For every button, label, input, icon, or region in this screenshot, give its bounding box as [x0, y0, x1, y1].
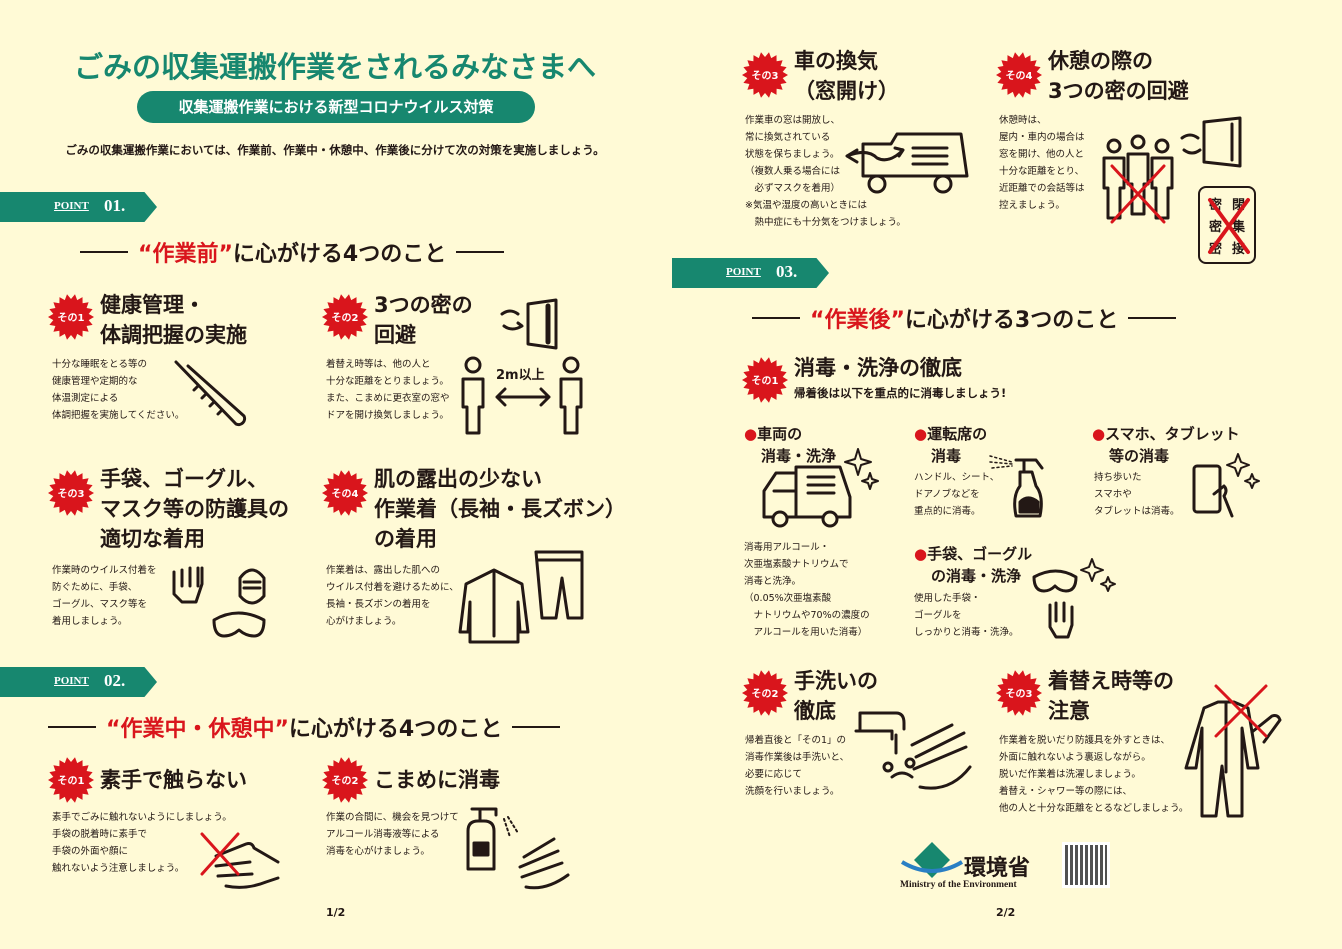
item-title: 肌の露出の少ない作業着（長袖・長ズボン）の着用 — [374, 467, 626, 551]
ministry-logo-jp: 環境省 — [964, 856, 1031, 881]
point-03-heading: “作業後”に心がける3つのこと — [752, 302, 1177, 334]
item-title: 手袋、ゴーグル、マスク等の防護具の適切な着用 — [100, 467, 289, 551]
point-number: 02. — [104, 671, 126, 690]
spray-bottle-icon — [989, 455, 1044, 518]
svg-text:その4: その4 — [1006, 70, 1033, 82]
point-label: POINT — [54, 675, 89, 687]
heading-emphasis: “作業中・休憩中” — [106, 717, 289, 742]
item-subtitle: 帰着後は以下を重点的に消毒しましょう! — [794, 386, 1007, 400]
bullet-gloves-goggles: ●手袋、ゴーグルの消毒・洗浄 — [914, 545, 1033, 585]
window-ventilation-icon — [500, 298, 558, 350]
badge-starburst-icon: その1 — [742, 357, 788, 403]
badge-starburst-icon: その2 — [322, 294, 368, 340]
item-body: 作業着を脱いだり防護具を外すときは、外面に触れないよう裏返しながら。脱いだ作業着… — [999, 735, 1189, 814]
bullet-body: 消毒用アルコール・次亜塩素酸ナトリウムで消毒と洗浄。（0.05%次亜塩素酸 ナト… — [744, 542, 870, 638]
badge-starburst-icon: その2 — [742, 670, 788, 716]
heading-emphasis: “作業後” — [810, 308, 905, 333]
item-body: 素手でごみに触れないようにしましょう。手袋の脱着時に素手で手袋の外面や顔に触れな… — [52, 812, 232, 874]
badge-starburst-icon: その3 — [742, 52, 788, 98]
badge-starburst-icon: その1 — [48, 757, 94, 803]
point-01-heading: “作業前”に心がける4つのこと — [80, 236, 505, 268]
sanitizer-hands-icon — [466, 807, 570, 890]
goggles-gloves-sparkle-icon — [1032, 558, 1116, 639]
shirt-pants-icon — [458, 550, 584, 644]
heading-text: に心がける4つのこと — [288, 717, 503, 742]
cross-icon — [1208, 198, 1250, 254]
item-body: 作業着は、露出した肌へのウイルス付着を避けるために、長袖・長ズボンの着用を心がけ… — [326, 565, 459, 627]
item-body: 休憩時は、屋内・車内の場合は窓を開け、他の人と十分な距離をとり、近距離での会話等… — [999, 115, 1085, 211]
item-body: 作業車の窓は開放し、常に換気されている状態を保ちましょう。（複数人乗る場合には … — [745, 115, 906, 228]
heading-text: に心がける3つのこと — [904, 308, 1119, 333]
item-body: 作業時のウイルス付着を防ぐために、手袋、ゴーグル、マスク等を着用しましょう。 — [52, 565, 157, 627]
truck-ventilation-icon — [845, 132, 969, 194]
item-title: 素手で触らない — [100, 768, 247, 792]
item-title: 手洗いの徹底 — [794, 669, 878, 723]
item-title: 車の換気（窓開け） — [794, 49, 899, 103]
svg-text:その3: その3 — [1006, 688, 1033, 700]
point-03-banner: POINT 03. — [672, 258, 829, 288]
gloves-mask-goggles-icon — [172, 566, 266, 638]
bullet-driver-seat: ●運転席の消毒 — [914, 425, 988, 465]
social-distance-icon — [461, 356, 583, 435]
badge-starburst-icon: その3 — [48, 470, 94, 516]
three-cs-bubble: 密閉密集密接 — [1198, 186, 1256, 264]
smartphone-sparkle-icon — [1192, 453, 1260, 518]
svg-text:その1: その1 — [58, 775, 85, 787]
svg-text:その3: その3 — [58, 488, 85, 500]
svg-text:その2: その2 — [752, 688, 779, 700]
bullet-smartphone: ●スマホ、タブレット等の消毒 — [1092, 425, 1240, 465]
item-body: 十分な睡眠をとる等の健康管理や定期的な体温測定による体調把握を実施してください。 — [52, 359, 185, 421]
ministry-logo-icon — [900, 842, 964, 878]
heading-text: に心がける4つのこと — [232, 242, 447, 267]
bullet-body: 使用した手袋・ゴーグルをしっかりと消毒・洗浄。 — [914, 593, 1019, 638]
qr-code[interactable] — [1062, 842, 1110, 888]
item-title: こまめに消毒 — [374, 768, 500, 792]
page-number: 1/2 — [326, 906, 346, 919]
no-bare-hand-icon — [200, 832, 280, 889]
thermometer-icon — [174, 360, 247, 427]
item-body: 着替え時等は、他の人と十分な距離をとりましょう。また、こまめに更衣室の窓やドアを… — [326, 359, 450, 421]
ministry-logo-en: Ministry of the Environment — [900, 880, 1017, 890]
badge-starburst-icon: その4 — [322, 470, 368, 516]
bullet-body: 持ち歩いたスマホやタブレットは消毒。 — [1094, 472, 1180, 517]
point-label: POINT — [54, 200, 89, 212]
badge-starburst-icon: その4 — [996, 52, 1042, 98]
bullet-body: ハンドル、シート、ドアノブなどを重点的に消毒。 — [914, 472, 1000, 517]
item-title: 消毒・洗浄の徹底 — [794, 356, 962, 380]
item-body: 帰着直後と「その1」の消毒作業後は手洗いと、必要に応じて洗顔を行いましょう。 — [745, 735, 850, 797]
handwashing-icon — [854, 711, 972, 790]
heading-emphasis: “作業前” — [138, 242, 233, 267]
crowd-avoid-icon — [1102, 116, 1242, 224]
badge-starburst-icon: その1 — [48, 294, 94, 340]
svg-text:その2: その2 — [332, 775, 359, 787]
svg-text:その1: その1 — [752, 375, 779, 387]
point-01-banner: POINT 01. — [0, 192, 157, 222]
point-number: 01. — [104, 196, 126, 215]
svg-text:その4: その4 — [332, 488, 359, 500]
svg-text:その1: その1 — [58, 312, 85, 324]
page-number: 2/2 — [996, 906, 1016, 919]
distance-label: 2m以上 — [496, 368, 545, 383]
badge-starburst-icon: その3 — [996, 670, 1042, 716]
item-body: 作業の合間に、機会を見つけてアルコール消毒液等による消毒を心がけましょう。 — [326, 812, 459, 857]
intro-text: ごみの収集運搬作業においては、作業前、作業中・休憩中、作業後に分けて次の対策を実… — [65, 143, 605, 157]
item-title: 健康管理・体調把握の実施 — [100, 293, 247, 347]
item-title: 着替え時等の注意 — [1048, 669, 1174, 723]
coverall-no-touch-icon — [1184, 684, 1282, 818]
subtitle-pill: 収集運搬作業における新型コロナウイルス対策 — [137, 91, 535, 123]
truck-sparkle-icon — [762, 448, 879, 528]
svg-text:その2: その2 — [332, 312, 359, 324]
point-02-banner: POINT 02. — [0, 667, 157, 697]
bullet-vehicle: ●車両の消毒・洗浄 — [744, 425, 837, 465]
point-number: 03. — [776, 262, 798, 281]
badge-starburst-icon: その2 — [322, 757, 368, 803]
point-02-heading: “作業中・休憩中”に心がける4つのこと — [48, 711, 561, 743]
item-title: 3つの密の回避 — [374, 293, 473, 347]
point-label: POINT — [726, 266, 761, 278]
svg-text:その3: その3 — [752, 70, 779, 82]
page-title: ごみの収集運搬作業をされるみなさまへ — [73, 50, 596, 84]
